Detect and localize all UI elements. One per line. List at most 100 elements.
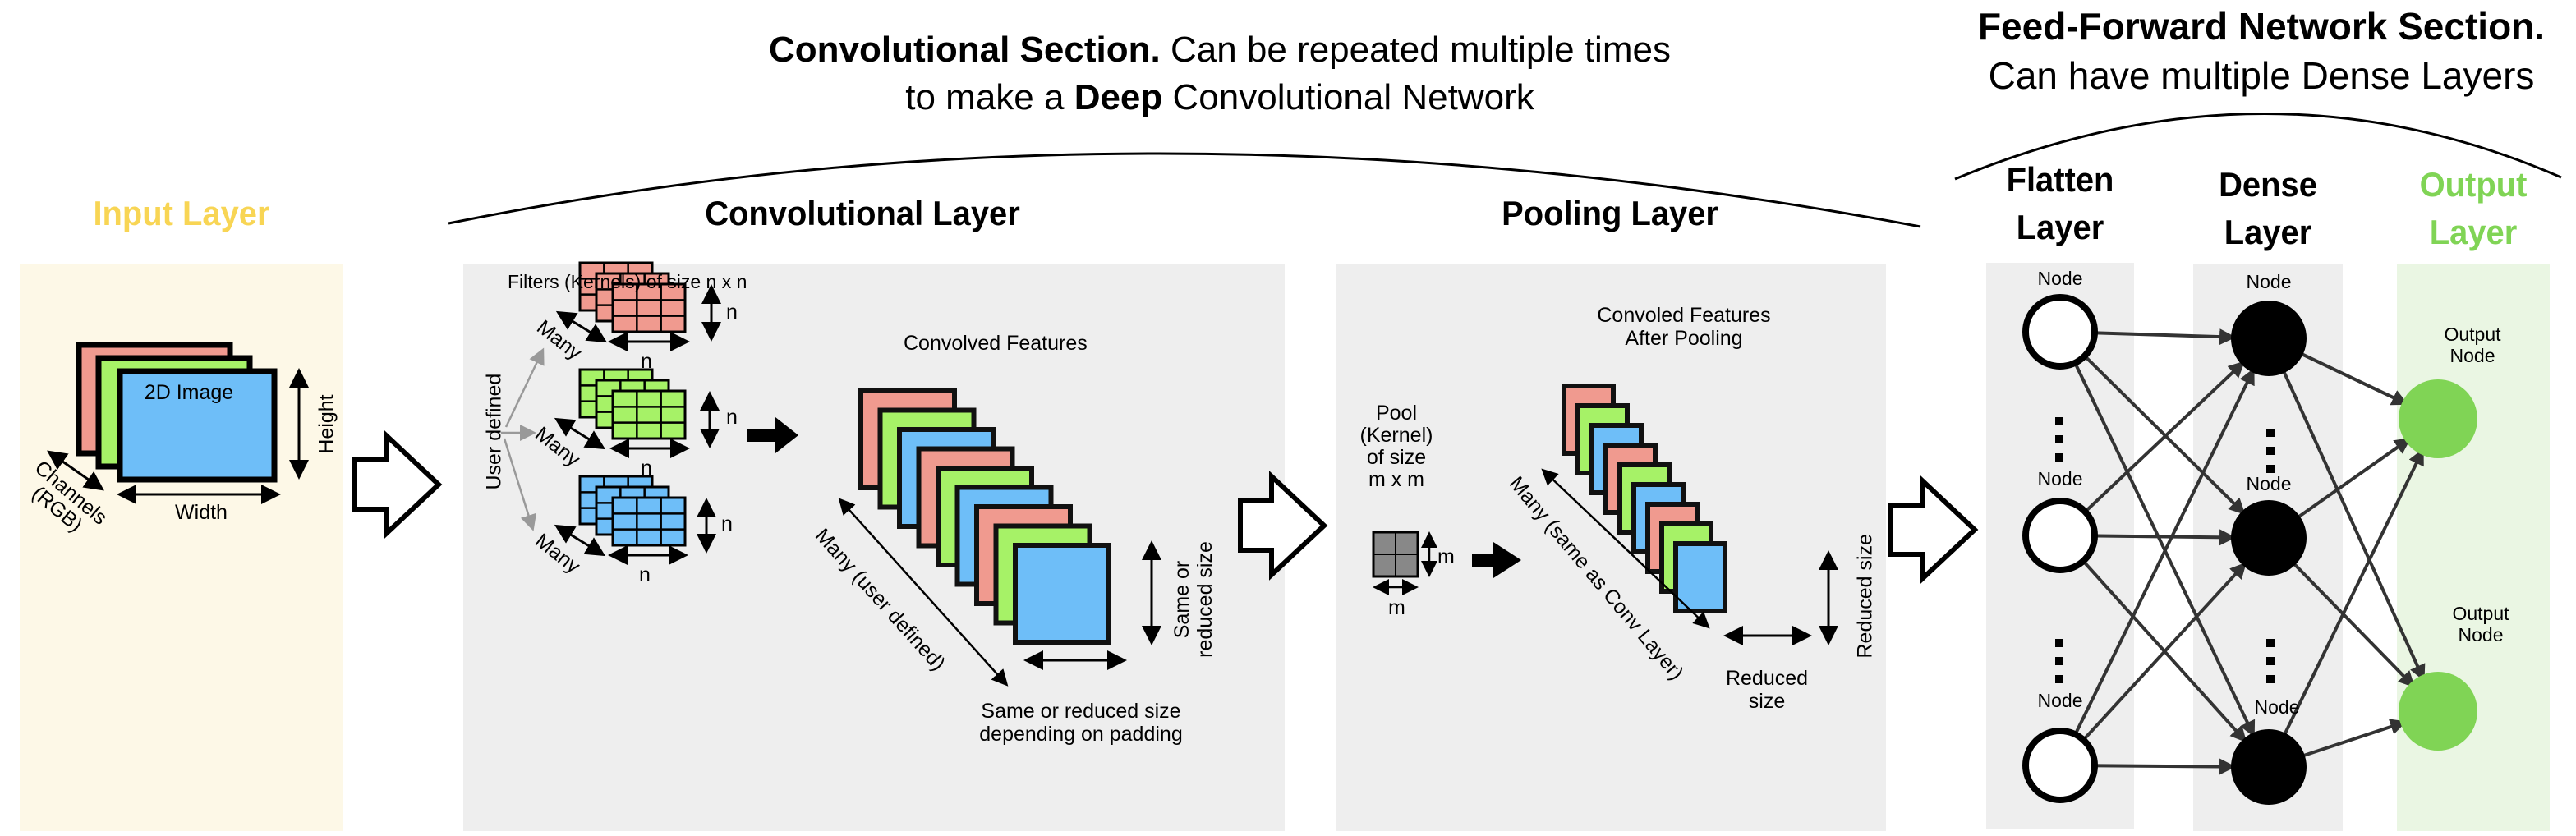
conv-section-line2-pre: to make a — [905, 77, 1074, 117]
n-label: n — [721, 512, 733, 535]
filter-kernel — [611, 282, 687, 333]
pooled-feature-map — [1673, 541, 1727, 613]
flatten-layer-title: Flatten Layer — [1976, 156, 2144, 251]
width-label: Width — [175, 501, 228, 524]
filter-stack-blue — [578, 475, 687, 547]
solid-arrow-icon — [748, 417, 798, 453]
user-defined-label: User defined — [482, 373, 506, 490]
pool-label-3: of size — [1366, 446, 1427, 469]
conv-section-heading-bold: Convolutional Section. — [769, 30, 1161, 70]
user-defined-arrow-up — [504, 347, 545, 428]
ellipsis-dot — [2266, 447, 2275, 455]
conv-size-vertical-label-1: Same or — [1171, 560, 1194, 639]
hollow-arrow-icon — [1888, 475, 1979, 585]
input-layer-title: Input Layer — [93, 194, 270, 232]
n-label: n — [726, 406, 738, 429]
pooling-layer-title: Pooling Layer — [1502, 194, 1718, 232]
channels-arrow — [47, 450, 104, 491]
pooled-label-2: After Pooling — [1625, 327, 1743, 350]
dense-node-label: Node — [2254, 696, 2300, 718]
ellipsis-dot — [2266, 639, 2275, 647]
flatten-node-label: Node — [2037, 268, 2083, 289]
dense-node-label: Node — [2246, 473, 2292, 494]
ffn-section-heading: Feed-Forward Network Section. Can have m… — [1947, 2, 2576, 100]
n-label: n — [641, 350, 652, 373]
connection-arrow — [2279, 448, 2425, 742]
pool-kernel-label: Pool (Kernel) of size m x m — [1347, 402, 1446, 491]
flatten-layer-title-2: Layer — [2016, 208, 2104, 246]
dense-layer-title: Dense Layer — [2183, 161, 2353, 256]
many-user-defined-arrow — [838, 498, 1009, 687]
flatten-layer-title-1: Flatten — [2006, 160, 2114, 199]
connection-arrow — [2080, 361, 2245, 517]
ellipsis-dot — [2266, 657, 2275, 665]
connection-arrow — [2072, 367, 2256, 740]
dense-layer-title-1: Dense — [2219, 165, 2317, 204]
n-label: n — [726, 301, 738, 324]
ellipsis-dot — [2266, 429, 2275, 437]
m-label: m — [1438, 545, 1455, 568]
connection-arrow — [2080, 351, 2246, 515]
output-node — [2399, 379, 2477, 458]
ellipsis-dot — [2055, 453, 2063, 462]
dense-node-label: Node — [2246, 271, 2292, 292]
padding-label-2: depending on padding — [979, 723, 1183, 746]
ellipsis-dot — [2055, 657, 2063, 665]
connection-arrow — [2078, 562, 2247, 745]
padding-label: Same or reduced size depending on paddin… — [958, 700, 1204, 746]
dense-node — [2231, 729, 2307, 805]
flatten-node-label: Node — [2037, 690, 2083, 711]
connection-arrow — [2078, 556, 2247, 743]
dense-node — [2231, 500, 2307, 576]
dense-layer-title-2: Layer — [2224, 213, 2312, 251]
conv-section-heading: Convolutional Section. Can be repeated m… — [641, 26, 1799, 122]
padding-label-1: Same or reduced size — [981, 700, 1181, 723]
connection-arrow — [2296, 719, 2408, 760]
filters-label: Filters (Kernels) of size n x n — [508, 271, 748, 292]
conv-size-vertical-label: Same or reduced size — [1171, 538, 1217, 661]
output-node-label-2: Node — [2458, 624, 2504, 645]
connection-arrow — [2292, 437, 2412, 522]
output-node-label: Output Node — [2431, 324, 2514, 366]
ellipsis-dot — [2055, 417, 2063, 425]
connection-arrow — [2288, 558, 2416, 688]
reduced-h-2: size — [1748, 690, 1786, 713]
input-image-stack — [76, 342, 278, 483]
output-layer-title: Output Layer — [2387, 161, 2560, 256]
output-node-label-1: Output — [2452, 603, 2509, 624]
connection-arrow — [2279, 364, 2426, 682]
pool-label-4: m x m — [1368, 468, 1425, 491]
ellipsis-dot — [2055, 675, 2063, 683]
pooled-features-label: Convoled Features After Pooling — [1577, 304, 1791, 350]
ffn-section-brace-arc — [1954, 113, 2562, 181]
many-same-as-conv-arrow — [1541, 468, 1710, 629]
conv-section-line2-post: Convolutional Network — [1162, 77, 1534, 117]
conv-layer-title: Convolutional Layer — [705, 194, 1020, 232]
connection-arrow — [2089, 758, 2237, 775]
n-label: n — [639, 563, 651, 586]
flatten-node-label: Node — [2037, 468, 2083, 489]
conv-section-line2-bold: Deep — [1074, 77, 1163, 117]
n-label: n — [641, 457, 652, 480]
ellipsis-dot — [2055, 435, 2063, 443]
output-node-label-2: Node — [2450, 345, 2496, 366]
reduced-h-1: Reduced — [1725, 667, 1809, 690]
conv-size-vertical-label-2: reduced size — [1194, 541, 1217, 658]
user-defined-arrow-down — [503, 438, 537, 531]
pooled-label-1: Convoled Features — [1597, 304, 1771, 327]
input-channel-blue — [117, 368, 278, 483]
hollow-arrow-icon — [352, 429, 443, 540]
dense-node — [2231, 301, 2307, 376]
ellipsis-dot — [2266, 465, 2275, 473]
output-node — [2399, 672, 2477, 751]
pool-label-1: Pool — [1375, 402, 1418, 425]
hollow-arrow-icon — [1238, 471, 1328, 581]
connection-arrow — [2089, 328, 2237, 346]
filter-stack-green — [578, 368, 687, 440]
solid-arrow-icon — [1472, 542, 1521, 578]
conv-section-brace-arc — [448, 152, 1921, 228]
height-label: Height — [315, 394, 338, 454]
feature-map — [1013, 543, 1111, 645]
ffn-section-heading-line2: Can have multiple Dense Layers — [1988, 54, 2535, 97]
